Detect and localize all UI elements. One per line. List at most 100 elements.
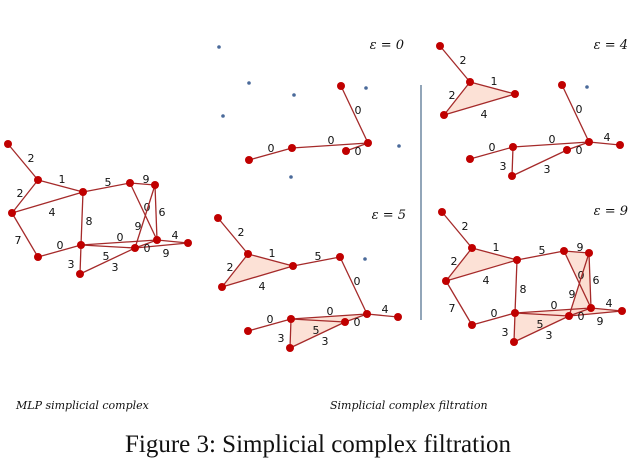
node-G xyxy=(245,156,253,164)
edge-BD xyxy=(37,179,84,193)
edge-CG xyxy=(445,280,473,326)
edge-weight-label-HL: 3 xyxy=(68,258,75,271)
edge-BD xyxy=(469,81,516,95)
edge-HJ xyxy=(290,318,346,323)
edge-HL xyxy=(513,312,516,343)
node-A xyxy=(4,140,12,148)
node-B xyxy=(244,250,252,258)
edge-weight-label-AB: 2 xyxy=(238,226,245,239)
edge-EF xyxy=(129,182,156,186)
edge-weight-label-AB: 2 xyxy=(460,54,467,67)
inactive-node-K xyxy=(397,144,401,148)
edge-weight-label-LJ: 3 xyxy=(112,261,119,274)
edge-weight-label-BD: 1 xyxy=(269,247,276,260)
edge-weight-label-EI: 0 xyxy=(354,275,361,288)
edge-weight-label-HL: 3 xyxy=(278,332,285,345)
edge-HI xyxy=(290,313,368,320)
edge-EI xyxy=(129,182,158,241)
node-G xyxy=(244,327,252,335)
inactive-node-F xyxy=(363,257,367,261)
simplex-triangle-HJL xyxy=(290,319,345,348)
node-C xyxy=(442,277,450,285)
simplex-triangle-HJL xyxy=(514,313,569,342)
node-I xyxy=(364,139,372,147)
edge-weight-label-JK: 9 xyxy=(163,247,170,260)
node-I xyxy=(363,310,371,318)
edge-EI xyxy=(339,256,368,315)
edge-weight-label-CG: 7 xyxy=(449,302,456,315)
figure-caption: Figure 3: Simplicial complex filtration xyxy=(124,431,512,458)
edge-EI xyxy=(340,85,369,144)
node-G xyxy=(34,253,42,261)
edge-weight-label-IK: 4 xyxy=(604,131,611,144)
edge-weight-label-BC: 2 xyxy=(451,255,458,268)
inactive-node-F xyxy=(364,86,368,90)
edge-BC xyxy=(221,253,249,288)
edge-weight-label-BC: 2 xyxy=(227,261,234,274)
edge-weight-label-BD: 1 xyxy=(491,75,498,88)
edge-AB xyxy=(7,143,39,181)
node-J xyxy=(131,244,139,252)
simplex-triangle-BCD xyxy=(444,82,515,115)
edge-GH xyxy=(37,244,82,258)
edge-BD xyxy=(471,247,518,261)
edge-weight-label-EF: 9 xyxy=(577,241,584,254)
node-K xyxy=(618,307,626,315)
mlp-caption: MLP simplicial complex xyxy=(16,399,149,412)
edge-weight-label-FI: 6 xyxy=(159,206,166,219)
edge-weight-label-CG: 7 xyxy=(15,234,22,247)
edge-weight-label-BC: 2 xyxy=(17,187,24,200)
edge-weight-label-DH: 8 xyxy=(86,215,93,228)
edge-weight-label-FI: 6 xyxy=(593,274,600,287)
edge-EI xyxy=(561,84,590,143)
filtration-caption: Simplicial complex filtration xyxy=(330,399,488,412)
node-B xyxy=(468,244,476,252)
node-J xyxy=(342,147,350,155)
edge-BC xyxy=(445,247,473,282)
node-K xyxy=(394,313,402,321)
edge-HL xyxy=(79,244,82,275)
edge-IK xyxy=(366,313,399,318)
edge-GH xyxy=(247,318,292,332)
edge-LJ xyxy=(79,247,136,275)
node-F xyxy=(585,249,593,257)
edge-weight-label-IJ: 0 xyxy=(144,242,151,255)
edge-weight-label-BC: 2 xyxy=(449,89,456,102)
edge-weight-label-GH: 0 xyxy=(267,313,274,326)
node-H xyxy=(509,143,517,151)
edge-weight-label-DE: 5 xyxy=(105,176,112,189)
inactive-node-B xyxy=(247,81,251,85)
edge-FJ xyxy=(134,184,156,249)
epsilon-label-eps0: ε = 0 xyxy=(370,38,404,53)
edge-HL xyxy=(289,318,292,349)
edge-weight-label-HI: 0 xyxy=(328,134,335,147)
node-C xyxy=(440,111,448,119)
edge-weight-label-EI: 0 xyxy=(355,104,362,117)
edge-CD xyxy=(445,259,518,282)
edge-weight-label-DE: 5 xyxy=(315,250,322,263)
edge-HL xyxy=(511,146,514,177)
edge-FI xyxy=(154,184,158,241)
node-C xyxy=(218,283,226,291)
simplex-triangle-BCD xyxy=(446,248,517,281)
edge-weight-label-HJ: 5 xyxy=(103,250,110,263)
edge-JK xyxy=(134,242,189,249)
node-I xyxy=(587,304,595,312)
edge-CG xyxy=(11,212,39,258)
edge-weight-label-HL: 3 xyxy=(502,326,509,339)
edge-HJ xyxy=(80,244,136,249)
edge-CD xyxy=(443,93,516,116)
edge-weight-label-CD: 4 xyxy=(259,280,266,293)
edge-BC xyxy=(11,179,39,214)
edge-weight-label-IJ: 0 xyxy=(576,144,583,157)
edge-weight-label-IK: 4 xyxy=(172,229,179,242)
edge-DH xyxy=(80,191,84,246)
edge-GH xyxy=(471,312,516,326)
edge-weight-label-FJ: 9 xyxy=(135,220,142,233)
edge-DE xyxy=(82,182,131,193)
node-A xyxy=(436,42,444,50)
edge-weight-label-AB: 2 xyxy=(28,152,35,165)
node-A xyxy=(214,214,222,222)
